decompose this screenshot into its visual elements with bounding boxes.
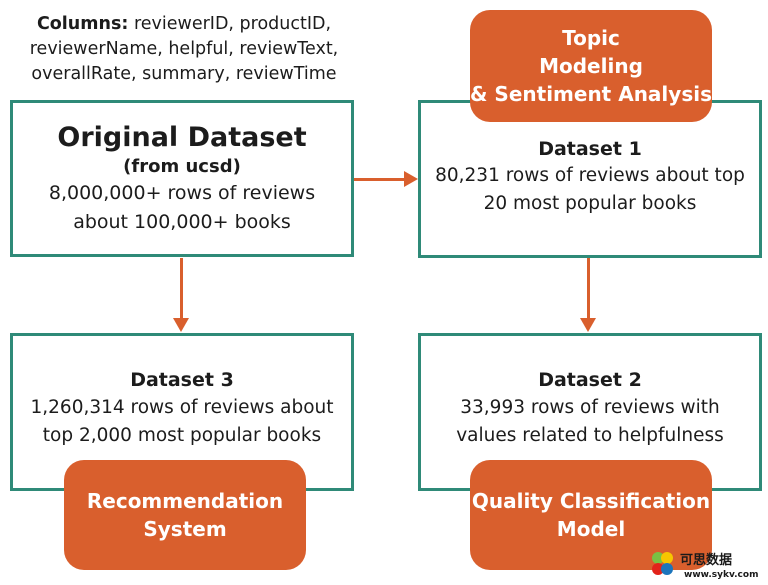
columns-line3: overallRate, summary, reviewTime: [31, 64, 337, 84]
dataset1-box: Dataset 1 80,231 rows of reviews about t…: [418, 100, 762, 258]
topic-pill-line1: Topic: [562, 26, 620, 50]
topic-modeling-pill: Topic Modeling & Sentiment Analysis: [470, 10, 712, 122]
topic-pill-line2: Modeling: [539, 54, 643, 78]
original-line2: about 100,000+ books: [73, 211, 291, 233]
topic-pill-line3: & Sentiment Analysis: [470, 82, 712, 106]
dataset1-line1: 80,231 rows of reviews about top: [435, 165, 745, 186]
original-title: Original Dataset: [57, 122, 307, 153]
original-dataset-box: Original Dataset (from ucsd) 8,000,000+ …: [10, 100, 354, 257]
recommendation-pill-line1: Recommendation: [86, 489, 284, 513]
recommendation-system-pill: Recommendation System: [64, 460, 306, 570]
dataset2-line2: values related to helpfulness: [456, 425, 724, 446]
columns-line2: reviewerName, helpful, reviewText,: [29, 39, 339, 59]
dataset3-line2: top 2,000 most popular books: [42, 425, 322, 446]
dataset1-line2: 20 most popular books: [483, 193, 697, 214]
dataset3-title: Dataset 3: [130, 369, 234, 391]
quality-pill-line2: Model: [556, 517, 626, 541]
original-line1: 8,000,000+ rows of reviews: [48, 182, 316, 204]
columns-note: Columns: reviewerID, productID, reviewer…: [8, 12, 360, 87]
columns-line1: reviewerID, productID,: [133, 14, 332, 34]
dataset3-line1: 1,260,314 rows of reviews about: [30, 397, 334, 418]
dataset2-line1: 33,993 rows of reviews with: [460, 397, 720, 418]
quality-classification-pill: Quality Classification Model: [470, 460, 712, 570]
sykv-watermark-logo: 可思数据 www.sykv.com: [650, 549, 762, 581]
original-subtitle: (from ucsd): [123, 156, 241, 177]
sykv-logo-icon: 可思数据 www.sykv.com: [652, 552, 758, 580]
quality-pill-line1: Quality Classification: [471, 489, 711, 513]
dataset2-title: Dataset 2: [538, 369, 642, 391]
watermark-cn-text: 可思数据: [680, 552, 732, 568]
recommendation-pill-line2: System: [143, 517, 227, 541]
dataset1-title: Dataset 1: [538, 138, 642, 160]
columns-label: Columns:: [36, 14, 129, 34]
watermark-url: www.sykv.com: [684, 570, 758, 580]
